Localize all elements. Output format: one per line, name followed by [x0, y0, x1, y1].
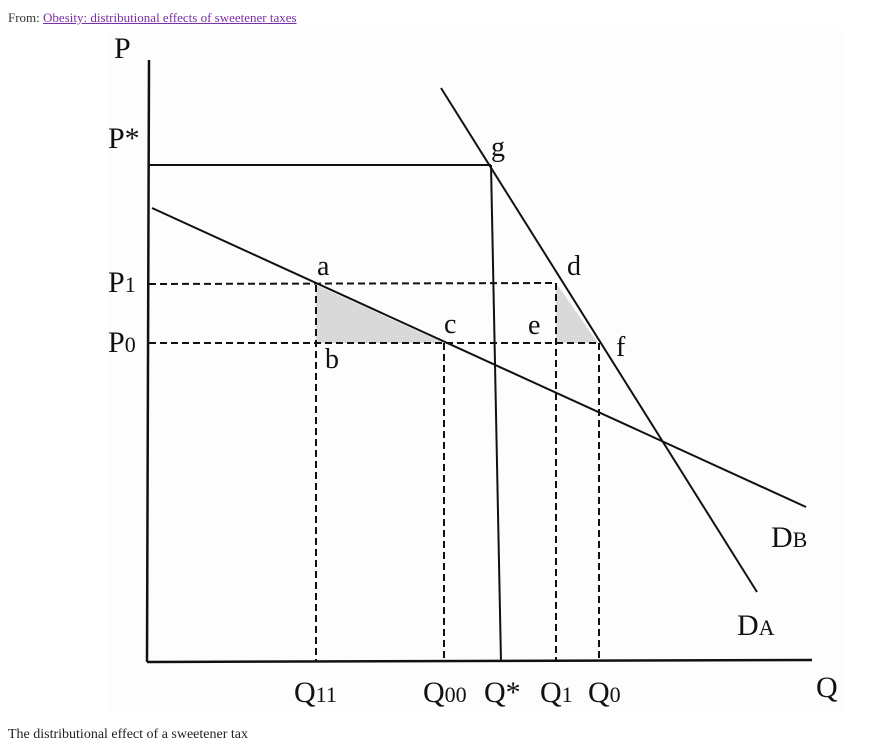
- demand-curve-da: [440, 87, 758, 593]
- p1-dashed-line: [148, 282, 557, 285]
- point-label-a: a: [317, 251, 330, 282]
- point-label-b: b: [325, 344, 339, 375]
- shaded-triangle-abc: [316, 285, 444, 343]
- q00-label: Q00: [423, 676, 467, 709]
- source-line: From: Obesity: distributional effects of…: [8, 10, 297, 26]
- p-star-label: P*: [108, 122, 140, 155]
- source-link[interactable]: Obesity: distributional effects of sweet…: [43, 10, 297, 25]
- demand-curve-db: [151, 207, 807, 508]
- point-label-g: g: [491, 132, 505, 163]
- y-axis-label: P: [114, 32, 131, 65]
- da-curve-label: DA: [737, 609, 775, 642]
- q-star-label: Q*: [484, 676, 521, 709]
- point-label-d: d: [567, 251, 581, 282]
- figure-caption: The distributional effect of a sweetener…: [8, 727, 248, 742]
- q-star-line: [490, 164, 502, 663]
- point-label-f: f: [616, 332, 626, 363]
- x-axis: [146, 658, 813, 664]
- q11-label: Q11: [294, 676, 337, 709]
- from-label: From:: [8, 10, 40, 25]
- figure-panel: [106, 30, 842, 713]
- point-label-e: e: [528, 310, 540, 341]
- y-axis: [145, 59, 151, 663]
- x-axis-label: Q: [816, 671, 838, 704]
- p1-label: P1: [108, 266, 136, 299]
- q0-label: Q0: [588, 676, 621, 709]
- p0-label: P0: [108, 326, 136, 359]
- shaded-triangle-def: [556, 283, 598, 343]
- point-label-c: c: [444, 309, 456, 340]
- q1-label: Q1: [540, 676, 573, 709]
- db-curve-label: DB: [771, 521, 807, 554]
